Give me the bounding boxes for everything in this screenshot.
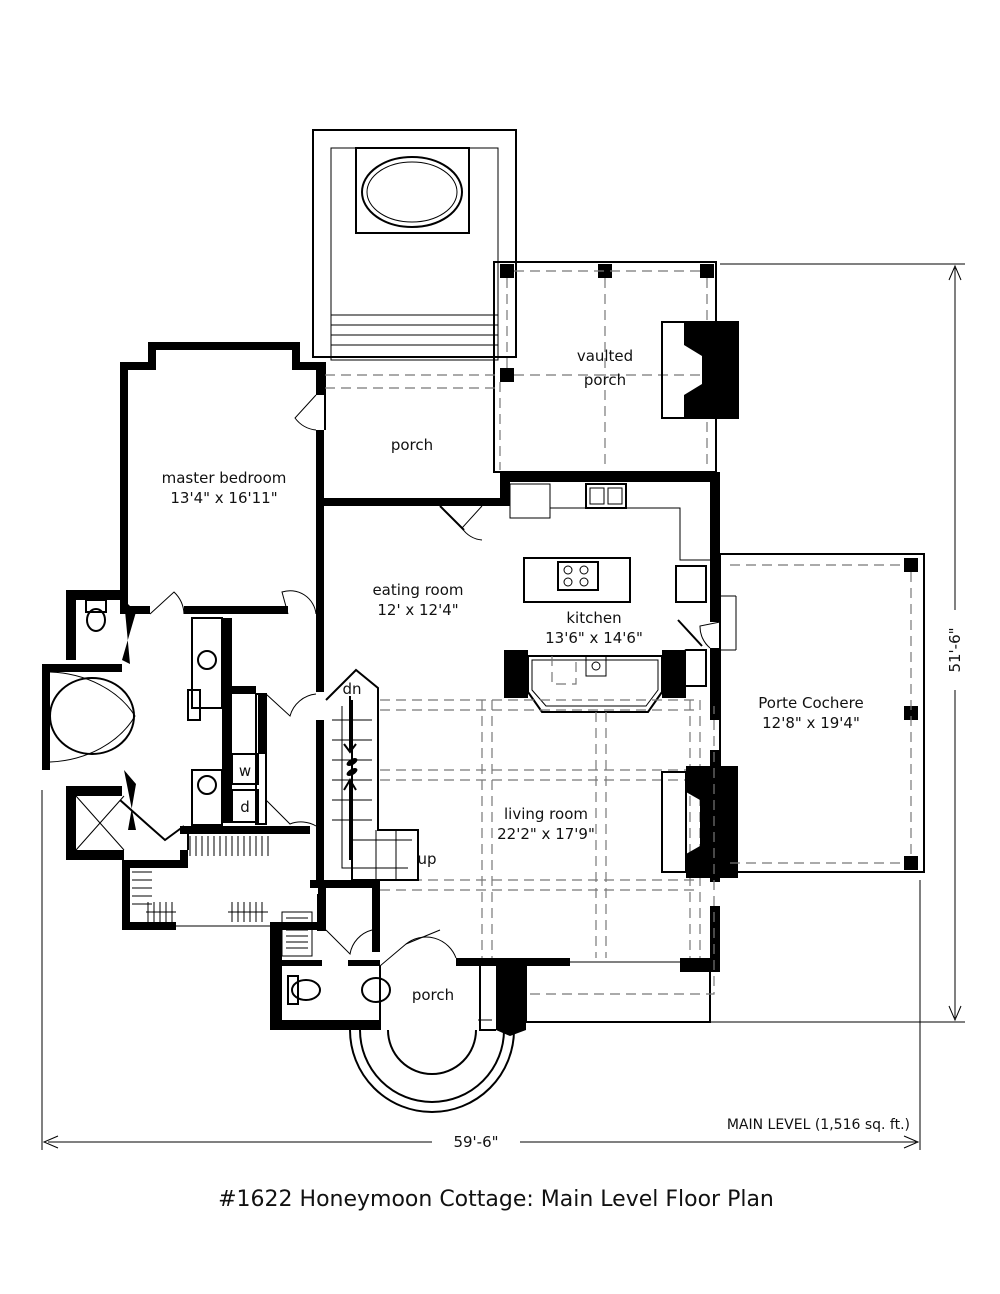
kitchen-label: kitchen xyxy=(566,609,621,627)
vaulted-porch-label-line1: vaulted xyxy=(577,347,633,365)
main-walls xyxy=(310,472,738,1036)
vaulted-porch-label-line2: porch xyxy=(584,371,626,389)
plan-caption: #1622 Honeymoon Cottage: Main Level Floo… xyxy=(218,1187,774,1212)
porte-cochere-structure xyxy=(719,553,925,873)
width-dimension-label: 59'-6" xyxy=(453,1133,498,1151)
eating-room-size: 12' x 12'4" xyxy=(377,601,458,619)
dimension-depth xyxy=(526,263,965,1023)
master-bedroom-size: 13'4" x 16'11" xyxy=(170,489,277,507)
powder-room xyxy=(270,894,457,1030)
vaulted-porch-structure xyxy=(493,261,739,473)
stairs-up-label: up xyxy=(417,850,436,868)
dimension-width xyxy=(41,790,921,1150)
rear-porch-label: porch xyxy=(391,436,433,454)
front-porch-label: porch xyxy=(412,986,454,1004)
porte-cochere-label: Porte Cochere xyxy=(758,694,863,712)
porte-cochere-size: 12'8" x 19'4" xyxy=(762,714,860,732)
kitchen-size: 13'6" x 14'6" xyxy=(545,629,643,647)
living-room-size: 22'2" x 17'9" xyxy=(497,825,595,843)
courtyard-fountain xyxy=(312,129,517,361)
main-level-label: MAIN LEVEL (1,516 sq. ft.) xyxy=(727,1117,910,1133)
living-room-label: living room xyxy=(504,805,588,823)
dryer-label: d xyxy=(240,798,250,816)
rear-porch-structure xyxy=(324,362,501,470)
master-bedroom-walls xyxy=(120,342,324,680)
depth-dimension-label: 51'-6" xyxy=(946,627,964,672)
staircase xyxy=(325,668,419,881)
washer-label: w xyxy=(239,762,251,780)
laundry-closet xyxy=(122,689,326,930)
master-bedroom-label: master bedroom xyxy=(162,469,287,487)
front-porch xyxy=(349,966,515,1113)
master-bath xyxy=(42,590,256,860)
eating-room-label: eating room xyxy=(372,581,463,599)
stairs-down-label: dn xyxy=(342,680,361,698)
